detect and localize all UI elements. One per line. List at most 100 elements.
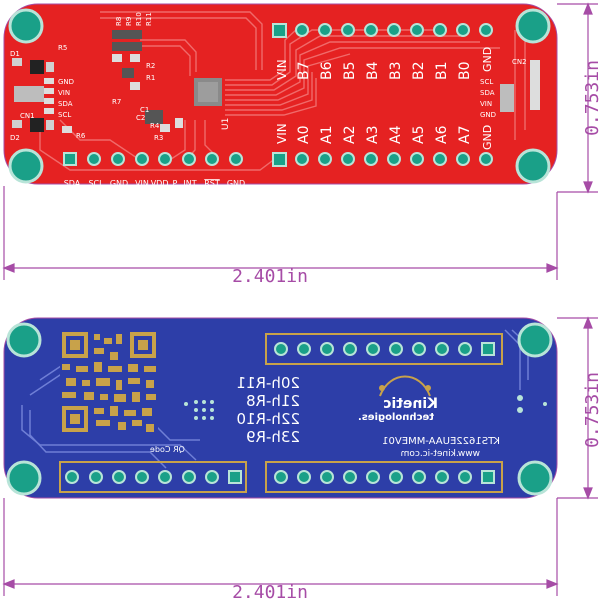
mounting-hole: [6, 322, 42, 358]
mounting-hole: [517, 322, 553, 358]
lower-pin-label: A7: [457, 126, 473, 144]
lower-pin-label: VIN: [275, 123, 289, 144]
label-c2: C2: [136, 114, 145, 122]
logo-name: Kinetic: [383, 396, 438, 412]
pin-label: VIN: [135, 179, 149, 188]
upper-pin-label: GND: [481, 47, 494, 72]
label-r11: R11: [145, 12, 153, 26]
bottom-left-header-pads: [63, 152, 243, 166]
mounting-hole: [517, 460, 553, 496]
label-r10: R10: [135, 12, 143, 26]
website: www.kinet-ic.com: [401, 449, 480, 459]
left-stack-label: SCL: [58, 111, 71, 119]
mounting-hole: [515, 8, 551, 44]
lower-pin-label: GND: [481, 125, 494, 150]
mounting-hole: [8, 148, 44, 184]
label-r3: R3: [154, 134, 163, 142]
top-components: [12, 30, 540, 133]
upper-pin-label: B1: [434, 61, 450, 80]
vias: [184, 395, 547, 420]
pin-label: SDA: [64, 179, 81, 188]
label-r8: R8: [115, 17, 123, 26]
logo-tagline: technologies.: [358, 412, 434, 423]
top-dimension-lines: [2, 2, 598, 280]
height-dimension-label: 0.753in: [582, 60, 600, 136]
right-stack-label: SDA: [480, 89, 495, 97]
label-r2: R2: [146, 62, 155, 70]
upper-pin-label: B2: [411, 61, 427, 80]
lower-pin-label: A5: [411, 126, 427, 144]
upper-row-labels: VIN B7 B6 B5 B4 B3 B2 B1 B0 GND: [275, 47, 494, 80]
top-mounting-holes: [8, 8, 551, 184]
right-connector-labels: SCL SDA VIN GND: [480, 78, 496, 119]
qr-code-label: QR Code: [150, 445, 185, 454]
label-d2: D2: [10, 134, 20, 142]
left-connector-labels: GND VIN SDA SCL: [58, 78, 74, 119]
label-r1: R1: [146, 74, 155, 82]
upper-pin-label: B6: [319, 61, 335, 80]
width-dimension-label: 2.401in: [232, 266, 308, 287]
pin-label: VDD_P: [151, 179, 178, 188]
lower-pin-label: A3: [365, 126, 381, 144]
lower-pin-label: A0: [296, 126, 312, 144]
address-entry: 20h-R11: [236, 374, 300, 392]
right-stack-label: GND: [480, 111, 496, 119]
bottom-mounting-holes: [6, 322, 553, 496]
top-board-outline: [3, 3, 558, 185]
pin-label: RST: [204, 179, 220, 188]
label-r4: R4: [150, 122, 160, 130]
model-number: KTS1622EUAA-MMEV01: [382, 436, 500, 447]
pin-label: SCL: [88, 179, 104, 188]
mounting-hole: [515, 148, 551, 184]
top-board: D1 D2 R5 R6 R7 R1 R2 R3 R4 CN1 CN2 C1 C2…: [2, 2, 600, 287]
pin-label: GND: [110, 179, 128, 188]
mounting-hole: [6, 460, 42, 496]
width-dimension-label: 2.401in: [232, 582, 308, 600]
upper-pin-label: B3: [388, 61, 404, 80]
upper-pin-label: B4: [365, 61, 381, 80]
bottom-dimension-lines: [2, 316, 598, 596]
label-cn1: CN1: [20, 112, 35, 120]
label-d1: D1: [10, 50, 20, 58]
upper-pin-label: B0: [457, 61, 473, 80]
upper-pin-label: VIN: [275, 59, 289, 80]
upper-header-pads: [272, 23, 493, 38]
left-stack-label: GND: [58, 78, 74, 86]
bottom-pin-labels: SDA SCL GND VIN VDD_P INT RST GND: [64, 179, 245, 188]
mounting-hole: [8, 8, 44, 44]
address-table: 20h-R11 21h-R8 22h-R10 23h-R9: [236, 374, 300, 446]
qr-code: [60, 330, 158, 436]
label-r9: R9: [125, 17, 133, 26]
component-labels: D1 D2 R5 R6 R7 R1 R2 R3 R4 CN1 CN2 C1 C2…: [10, 12, 527, 142]
upper-pin-label: B5: [342, 61, 358, 80]
pin-label: INT: [183, 179, 196, 188]
label-c1: C1: [140, 106, 149, 114]
mirrored-silkscreen: 20h-R11 21h-R8 22h-R10 23h-R9 Kinetic te…: [236, 374, 500, 459]
lower-pin-label: A6: [434, 125, 450, 144]
label-r6: R6: [76, 132, 86, 140]
height-dimension-label: 0.753in: [582, 372, 600, 448]
lower-header-pads: [272, 152, 493, 167]
upper-pin-label: B7: [296, 61, 312, 80]
address-entry: 22h-R10: [236, 410, 300, 428]
left-stack-label: SDA: [58, 100, 73, 108]
right-stack-label: VIN: [480, 100, 492, 108]
lower-pin-label: A2: [342, 126, 358, 144]
lower-pin-label: A1: [319, 126, 335, 144]
bottom-lower-header: [265, 461, 503, 493]
bottom-left-header: [59, 461, 247, 493]
label-cn2: CN2: [512, 58, 527, 66]
top-traces: [39, 11, 526, 171]
label-u1: U1: [221, 118, 231, 130]
kinetic-logo: Kinetic technologies.: [358, 375, 438, 423]
label-r5: R5: [58, 44, 67, 52]
pin-label: GND: [227, 179, 245, 188]
lower-pin-label: A4: [388, 125, 404, 144]
label-r7: R7: [112, 98, 121, 106]
lower-row-labels: VIN A0 A1 A2 A3 A4 A5 A6 A7 GND: [275, 123, 494, 150]
bottom-board: QR Code 20h-R11 21h-R8 22h-R10 23h-R9 Ki…: [2, 316, 600, 600]
left-stack-label: VIN: [58, 89, 70, 97]
address-entry: 21h-R8: [246, 392, 300, 410]
right-stack-label: SCL: [480, 78, 493, 86]
